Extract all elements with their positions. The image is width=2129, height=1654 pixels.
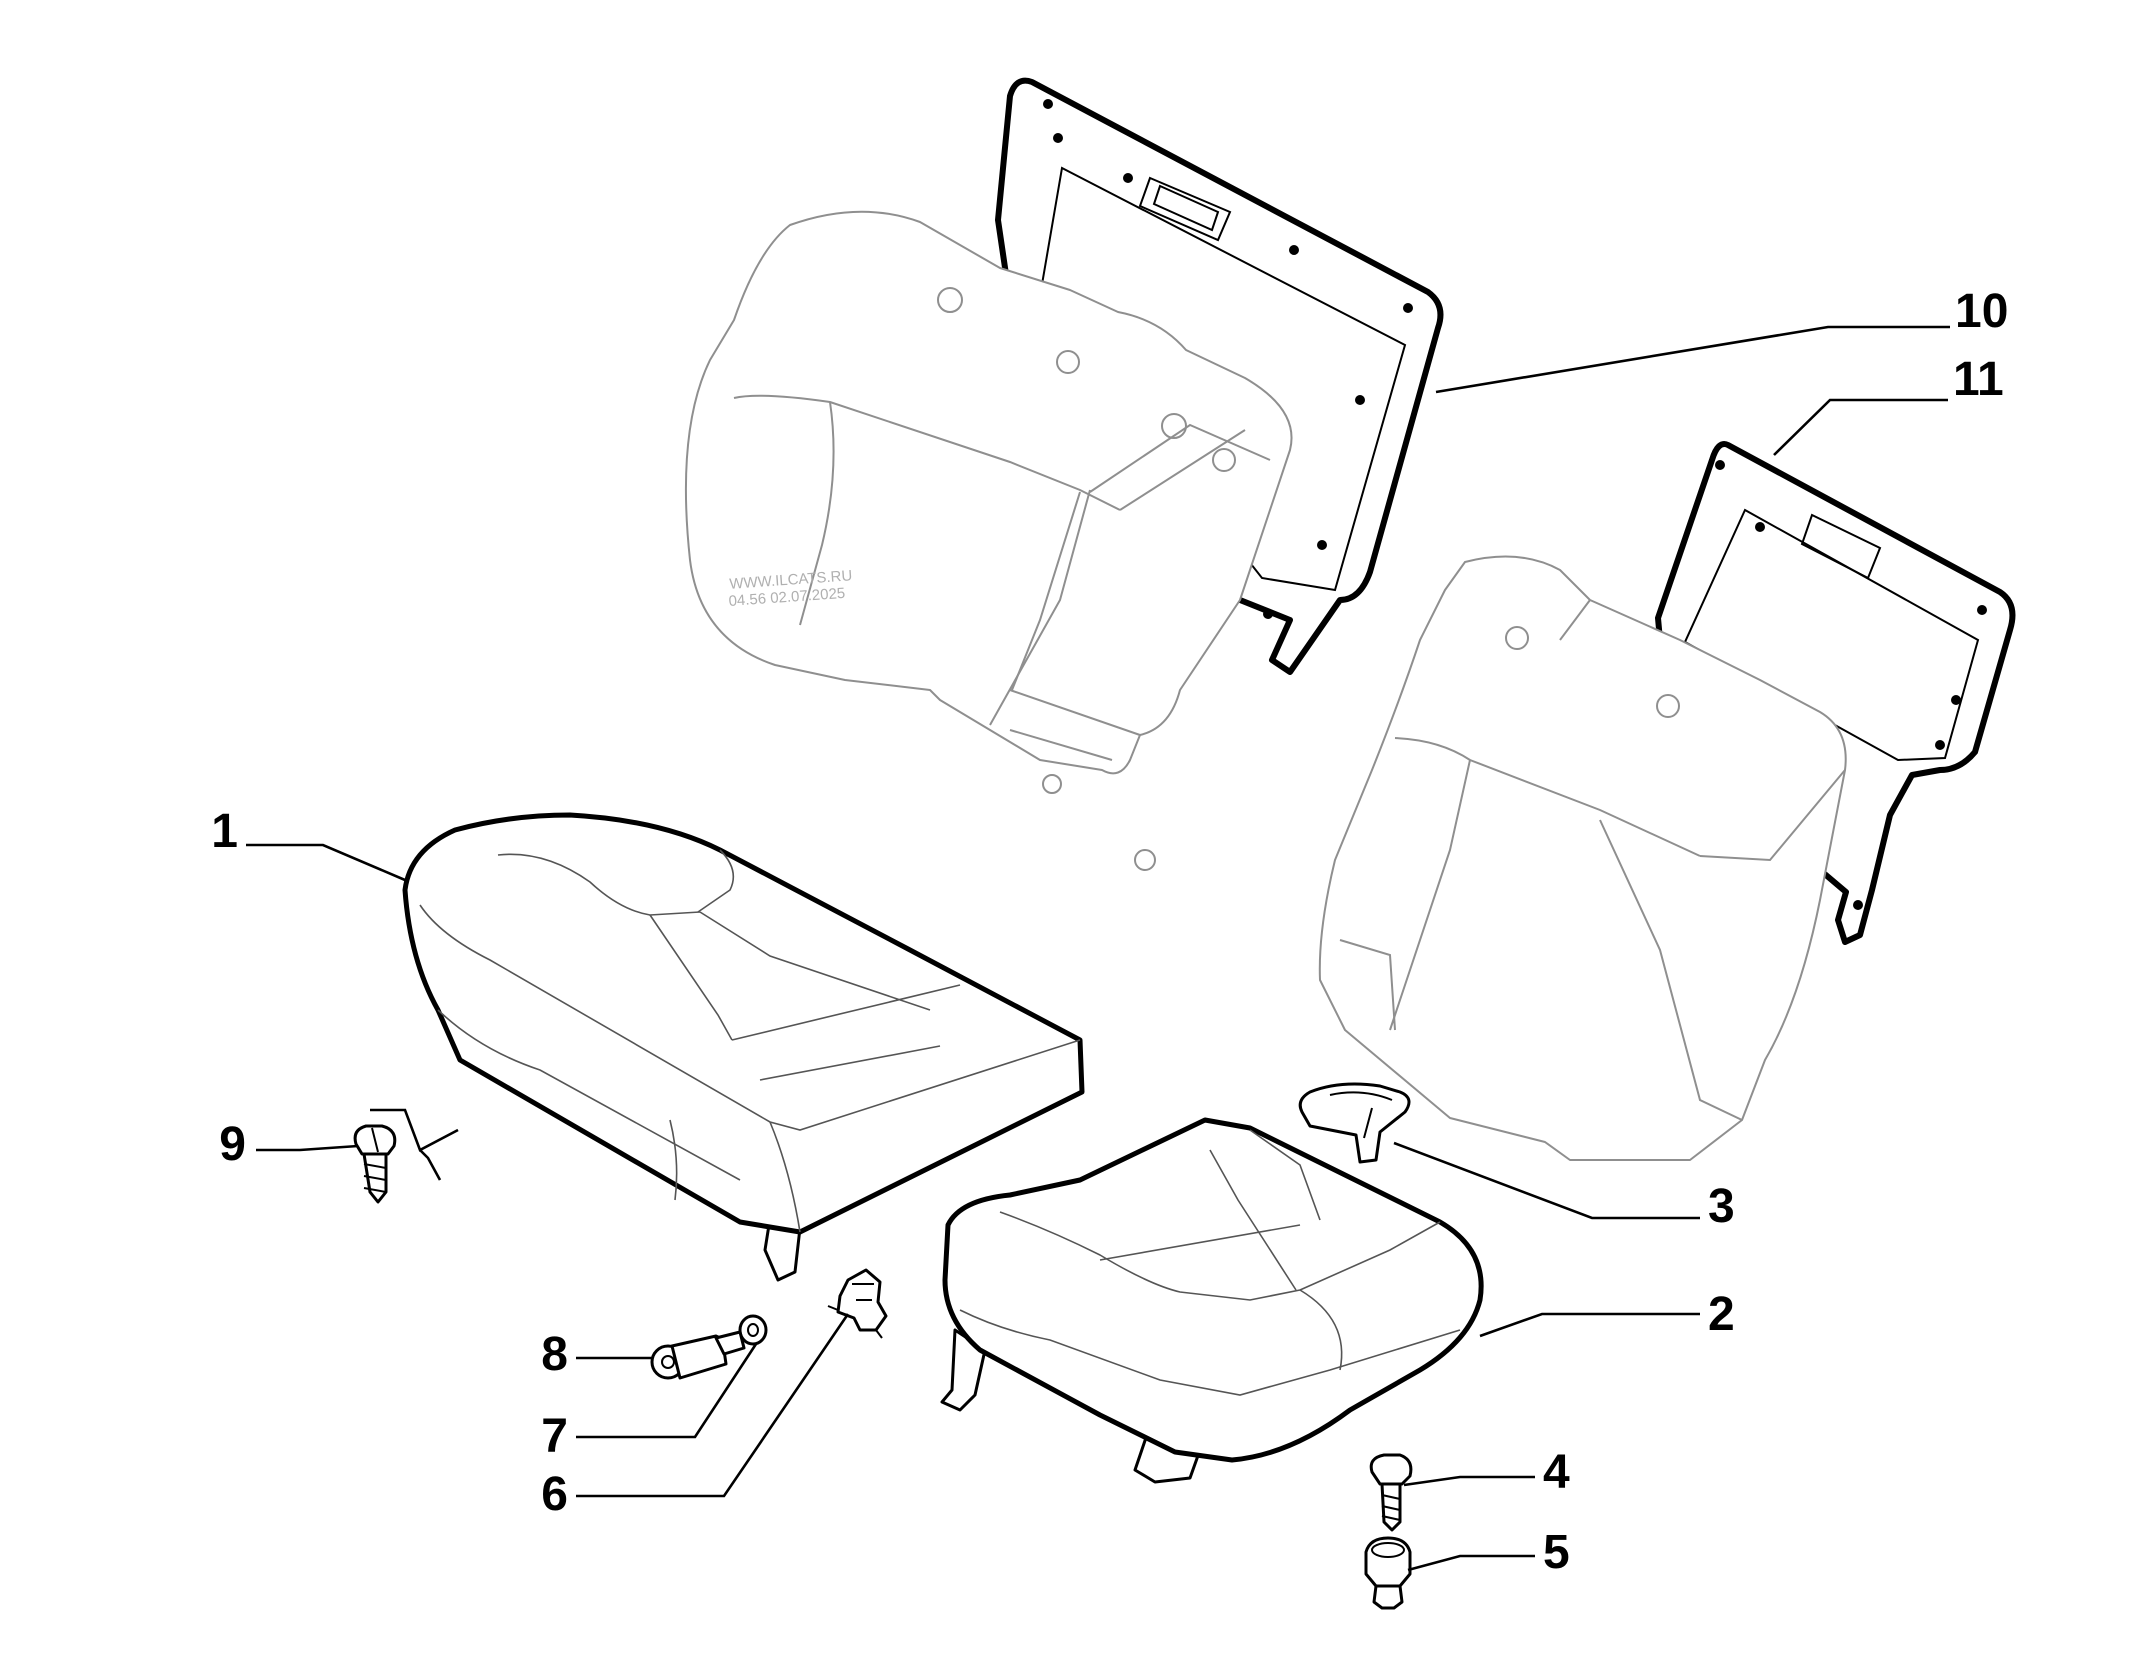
- callout-4: 4: [1543, 1446, 1570, 1499]
- right-seat-cushion: [940, 1117, 1484, 1484]
- callout-1: 1: [211, 805, 238, 858]
- left-backrest-foam: [684, 210, 1293, 871]
- leader-2: [1479, 1312, 1700, 1338]
- leader-9-tab: [370, 1108, 459, 1181]
- right-backrest-frame: [1655, 441, 2016, 945]
- bolt-4: [1369, 1453, 1413, 1532]
- callout-6: 6: [541, 1468, 568, 1521]
- callout-5: 5: [1543, 1526, 1570, 1579]
- leader-11: [1773, 398, 1948, 456]
- left-seat-cushion: [402, 812, 1085, 1282]
- leader-lines: [246, 325, 1950, 1572]
- callout-7: 7: [541, 1410, 568, 1463]
- leader-1: [246, 843, 406, 882]
- nut-5: [1364, 1536, 1412, 1610]
- bolt-9: [353, 1124, 397, 1204]
- callout-11: 11: [1953, 353, 2004, 406]
- right-backrest-foam: [1318, 555, 1847, 1161]
- leader-9: [256, 1144, 359, 1152]
- washer-7: [738, 1314, 768, 1346]
- clip-6: [827, 1268, 888, 1339]
- strap-part: [1298, 1082, 1411, 1164]
- screw-8: [650, 1330, 746, 1380]
- callout-9: 9: [219, 1118, 246, 1171]
- leader-4: [1403, 1475, 1535, 1487]
- leader-7: [576, 1343, 758, 1439]
- callout-2: 2: [1708, 1288, 1735, 1341]
- leader-10: [1435, 325, 1950, 394]
- callout-8: 8: [541, 1328, 568, 1381]
- callout-10: 10: [1955, 285, 2008, 338]
- leader-5: [1407, 1554, 1535, 1572]
- leader-6: [576, 1313, 850, 1498]
- callout-labels: 1 2 3 4 5 6 7 8 9 10 11: [211, 285, 2008, 1579]
- leader-3: [1393, 1141, 1700, 1220]
- callout-3: 3: [1708, 1180, 1735, 1233]
